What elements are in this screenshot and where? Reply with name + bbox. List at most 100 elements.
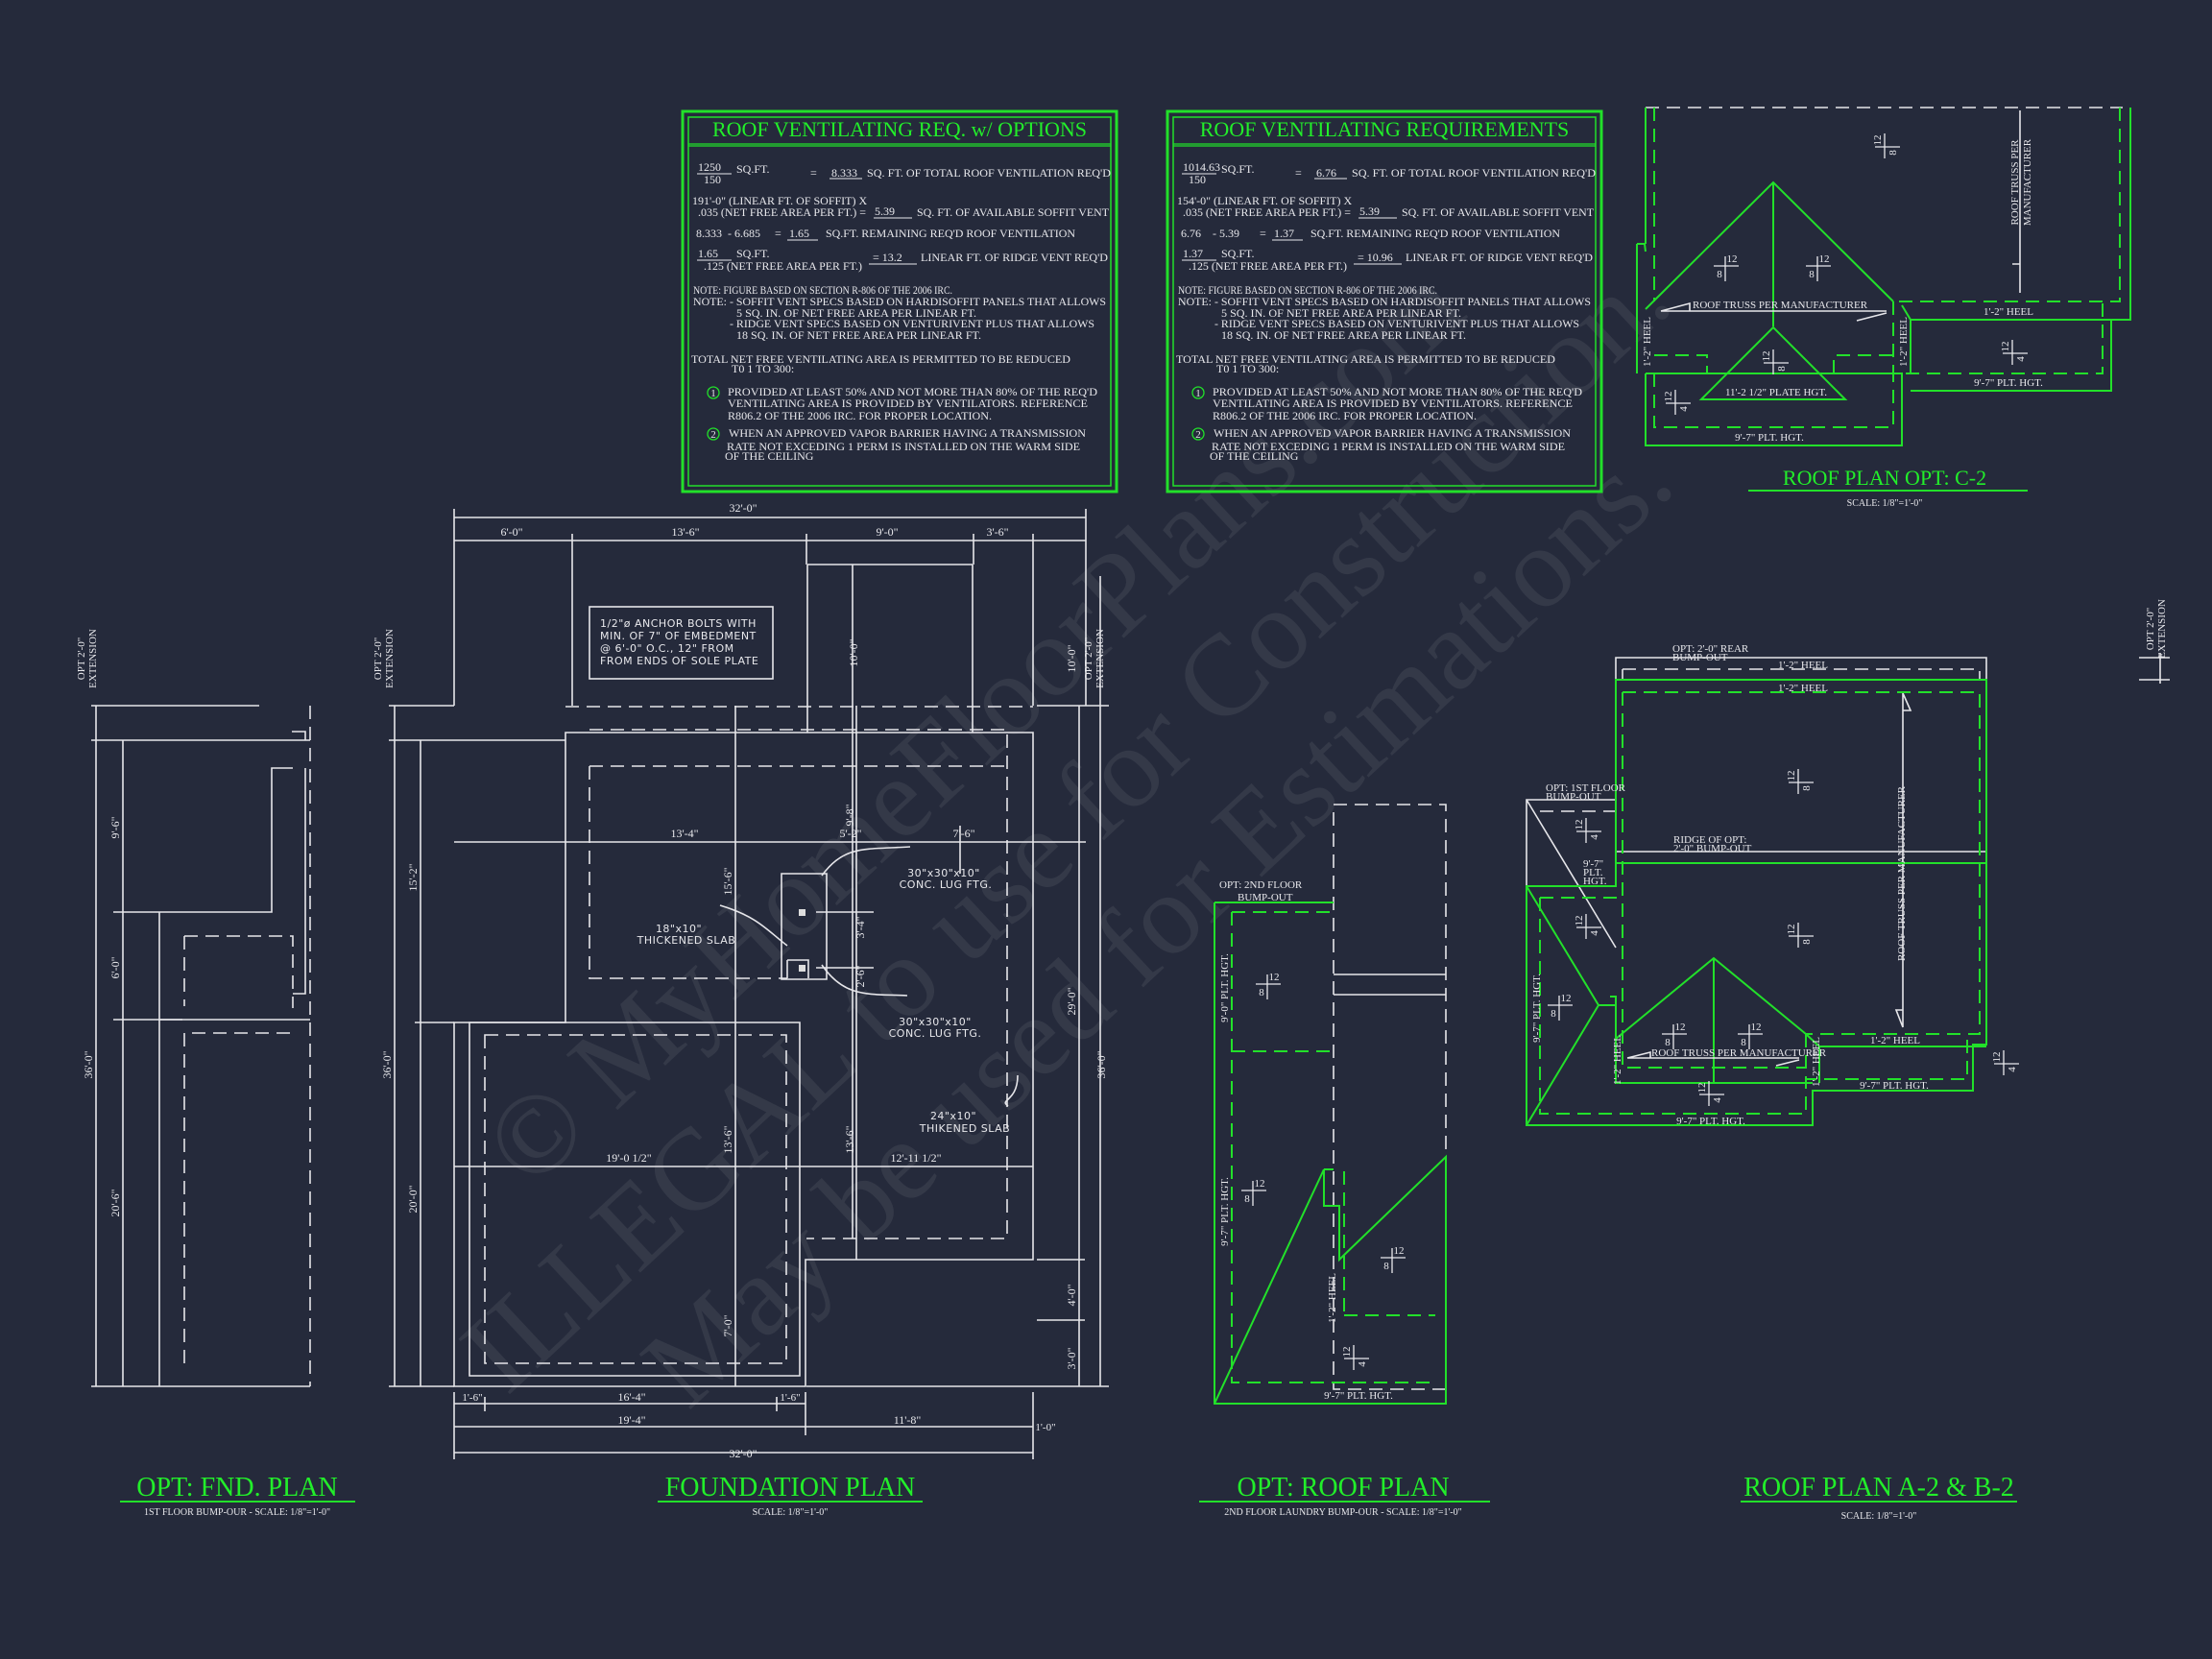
pitch-cross-icon bbox=[1764, 349, 1789, 374]
pitch-run: 12 bbox=[1255, 1178, 1265, 1190]
note-line: MIN. OF 7" OF EMBEDMENT bbox=[600, 630, 757, 642]
plan-scale: 1ST FLOOR BUMP-OUR - SCALE: 1/8"=1'-0" bbox=[144, 1507, 330, 1518]
heel-label: 1'-2" HEEL bbox=[1811, 1037, 1822, 1087]
dimension-label: 3'-0" bbox=[1065, 1347, 1078, 1369]
heel-label: 1'-2" HEEL bbox=[1778, 660, 1828, 671]
table-text: 18 SQ. IN. OF NET FREE AREA PER LINEAR F… bbox=[736, 328, 981, 342]
item-number-circle bbox=[1191, 427, 1205, 441]
dimension-label: 1'-6" bbox=[780, 1392, 800, 1404]
table-text: .035 (NET FREE AREA PER FT.) = bbox=[698, 205, 866, 219]
dimension-label: 19'-4" bbox=[617, 1413, 645, 1427]
plan-title: OPT: ROOF PLAN bbox=[1237, 1473, 1449, 1503]
table-text: 8.333 bbox=[831, 166, 857, 180]
dimension-label: 20'-0" bbox=[406, 1185, 420, 1213]
pitch-symbol: 128 bbox=[1786, 769, 1814, 794]
callout-label: RIDGE OF OPT: bbox=[1673, 834, 1746, 846]
table-divider bbox=[1173, 143, 1596, 147]
dimension-label: 13'-6" bbox=[721, 1125, 734, 1153]
pitch-cross-icon bbox=[1548, 996, 1573, 1021]
pitch-cross-icon bbox=[1789, 923, 1814, 948]
table-text: .035 (NET FREE AREA PER FT.) = bbox=[1183, 205, 1351, 219]
dimension-label: 36'-0" bbox=[82, 1050, 95, 1078]
heel-label: 1'-2" HEEL bbox=[1898, 317, 1910, 367]
table-text: 1.65 bbox=[698, 247, 718, 260]
callout-label: 18"x10" bbox=[656, 923, 702, 935]
dimension-label: 6'-0" bbox=[500, 525, 522, 539]
dimension-label: 1'-0" bbox=[1035, 1422, 1055, 1433]
table-text: TOTAL NET FREE VENTILATING AREA IS PERMI… bbox=[691, 352, 1070, 366]
truss-label: ROOF TRUSS PER bbox=[2009, 139, 2021, 226]
plan-title: FOUNDATION PLAN bbox=[665, 1473, 916, 1503]
callout-label: OPT: 1ST FLOOR bbox=[1546, 782, 1626, 794]
table-text: TOTAL NET FREE VENTILATING AREA IS PERMI… bbox=[1176, 352, 1555, 366]
table-text: SQ.FT. bbox=[736, 247, 769, 260]
pitch-rise: 8 bbox=[1259, 987, 1264, 998]
extension-label: OPT 2'-0" bbox=[2145, 608, 2156, 650]
table-text: = bbox=[775, 227, 781, 240]
table-text: VENTILATING AREA IS PROVIDED BY VENTILAT… bbox=[728, 397, 1088, 410]
pitch-rise: 4 bbox=[1589, 834, 1600, 840]
table-text: 5 SQ. IN. OF NET FREE AREA PER LINEAR FT… bbox=[1221, 306, 1461, 320]
roof-pitch-symbols: 1281281281281241241281281241241281281281… bbox=[1241, 133, 2028, 1370]
pitch-cross-icon bbox=[1789, 769, 1814, 794]
plan-scale: 2ND FLOOR LAUNDRY BUMP-OUR - SCALE: 1/8"… bbox=[1224, 1507, 1461, 1518]
table-text: 5.39 bbox=[1359, 204, 1380, 218]
table-text: T0 1 TO 300: bbox=[732, 362, 794, 375]
plate-height-label: 9'-7" bbox=[1583, 858, 1603, 870]
table-text: LINEAR FT. OF RIDGE VENT REQ'D bbox=[1406, 251, 1593, 264]
table-text: PROVIDED AT LEAST 50% AND NOT MORE THAN … bbox=[1213, 385, 1582, 398]
dimension-label: 29'-0" bbox=[1065, 987, 1078, 1015]
pitch-run: 12 bbox=[1786, 925, 1797, 935]
pitch-cross-icon bbox=[1714, 256, 1739, 281]
pitch-symbol: 128 bbox=[1381, 1245, 1406, 1273]
heel-label: 1'-2" HEEL bbox=[1642, 317, 1653, 367]
pitch-rise: 4 bbox=[1712, 1097, 1723, 1103]
plan-scale: SCALE: 1/8"=1'-0" bbox=[753, 1507, 829, 1518]
pitch-run: 12 bbox=[1872, 135, 1884, 146]
pitch-run: 12 bbox=[1561, 993, 1572, 1004]
dimension-label: 10'-0" bbox=[847, 638, 860, 666]
pitch-cross-icon bbox=[1256, 974, 1281, 999]
pitch-run: 12 bbox=[1727, 253, 1738, 265]
note-line: FROM ENDS OF SOLE PLATE bbox=[600, 655, 758, 667]
truss-label: ROOF TRUSS PER MANUFACTURER bbox=[1651, 1047, 1827, 1059]
item-number-circle bbox=[707, 427, 720, 441]
lug-footing-marker bbox=[799, 965, 805, 972]
pitch-rise: 4 bbox=[1678, 406, 1690, 412]
extension-label: OPT 2'-0" bbox=[373, 637, 384, 680]
table-text: = bbox=[1260, 227, 1266, 240]
pitch-rise: 8 bbox=[1741, 1037, 1746, 1048]
pitch-run: 12 bbox=[1786, 771, 1797, 781]
extension-label: EXTENSION bbox=[87, 629, 99, 688]
dimension-label: 13'-6" bbox=[671, 525, 699, 539]
heel-label: 1'-2" HEEL bbox=[1327, 1273, 1338, 1323]
dimension-label: 7'-6" bbox=[952, 827, 974, 840]
table-text: SQ.FT. REMAINING REQ'D ROOF VENTILATION bbox=[1310, 227, 1560, 240]
table-border bbox=[687, 116, 1112, 487]
callout-label: CONC. LUG FTG. bbox=[889, 1027, 982, 1040]
table-text: .125 (NET FREE AREA PER FT.) bbox=[704, 259, 862, 273]
extension-label: OPT 2'-0" bbox=[1083, 637, 1094, 680]
roof-ventilating-requirements-table: ROOF VENTILATING REQUIREMENTS1014.63150S… bbox=[1166, 109, 1603, 493]
pitch-run: 12 bbox=[1269, 972, 1280, 983]
callout-label: BUMP-OUT bbox=[1546, 791, 1601, 803]
dimension-label: 7'-0" bbox=[721, 1314, 734, 1336]
pitch-cross-icon bbox=[1666, 390, 1691, 415]
table-text: LINEAR FT. OF RIDGE VENT REQ'D bbox=[921, 251, 1108, 264]
table-text: 5 SQ. IN. OF NET FREE AREA PER LINEAR FT… bbox=[736, 306, 976, 320]
pitch-run: 12 bbox=[1574, 916, 1585, 926]
extension-label: EXTENSION bbox=[2156, 599, 2168, 659]
value-underline bbox=[697, 173, 917, 265]
plate-height-label: 11'-2 1/2" PLATE HGT. bbox=[1725, 387, 1827, 398]
pitch-symbol: 128 bbox=[1662, 1022, 1687, 1049]
table-text: SQ.FT. bbox=[1221, 162, 1254, 176]
dimension-label: 5'-2" bbox=[839, 827, 861, 840]
pitch-symbol: 128 bbox=[1714, 253, 1739, 281]
pitch-run: 12 bbox=[1574, 820, 1585, 830]
dimension-label: 9'-6" bbox=[108, 816, 122, 838]
plan-scale: SCALE: 1/8"=1'-0" bbox=[1847, 498, 1923, 509]
table-text: - 6.685 bbox=[728, 227, 760, 240]
opt-foundation-plan: OPT 2'-0" EXTENSION 9'-6" 6'-0" 36'-0" 2… bbox=[76, 629, 355, 1518]
dimension-label: 32'-0" bbox=[729, 1447, 757, 1460]
pitch-symbol: 128 bbox=[1548, 993, 1573, 1021]
